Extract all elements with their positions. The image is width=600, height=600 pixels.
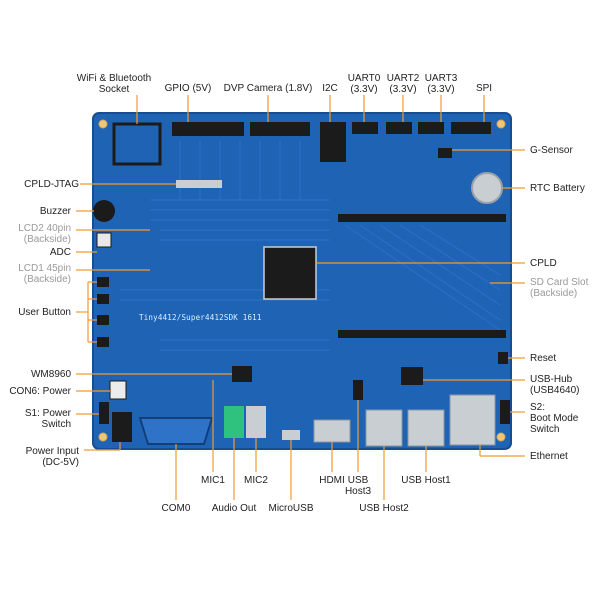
label-mic1: MIC1: [201, 475, 225, 486]
label-uart3: UART3(3.3V): [424, 73, 458, 95]
label-audio-out: Audio Out: [211, 503, 257, 514]
mic1-jack: [224, 406, 244, 438]
g-sensor-chip: [438, 148, 452, 158]
label-buzzer: Buzzer: [39, 206, 71, 217]
label-uart0: UART0(3.3V): [347, 73, 381, 95]
usb-host3-header: [353, 380, 363, 400]
usb-host2-connector: [365, 409, 403, 447]
cpld-chip: [263, 246, 317, 300]
leader-lines: [76, 95, 525, 500]
s1-power-switch: [99, 402, 109, 424]
adc-potentiometer: [96, 232, 112, 248]
label-cpld-jtag: CPLD-JTAG: [24, 179, 79, 190]
cpld-jtag-header: [176, 180, 222, 188]
label-usb-host2: USB Host2: [359, 503, 409, 514]
label-dvp-camera: DVP Camera (1.8V): [223, 83, 313, 94]
hdmi-connector: [313, 419, 351, 443]
reset-button: [498, 352, 508, 364]
label-user-button: User Button: [18, 307, 71, 318]
expansion-connector-bottom: [338, 330, 506, 338]
label-lcd1: LCD1 45pin(Backside): [18, 263, 71, 285]
ethernet-connector: [449, 394, 496, 446]
microusb-connector: [282, 430, 300, 440]
board-silkscreen: Tiny4412/Super4412SDK 1611: [139, 313, 262, 322]
label-usb-host1: USB Host1: [401, 475, 451, 486]
label-i2c: I2C: [322, 83, 338, 94]
label-g-sensor: G-Sensor: [530, 145, 573, 156]
label-wm8960: WM8960: [30, 369, 71, 380]
label-ethernet: Ethernet: [530, 451, 568, 462]
usb-host1-connector: [407, 409, 445, 447]
label-gpio: GPIO (5V): [164, 83, 212, 94]
label-hdmi: HDMI: [319, 475, 345, 486]
label-cpld: CPLD: [530, 258, 557, 269]
buzzer: [93, 200, 115, 222]
mic2-jack: [246, 406, 266, 438]
com0-db9-connector: [138, 417, 214, 445]
mounting-holes: [98, 119, 506, 442]
label-sd-card-slot: SD Card Slot(Backside): [530, 277, 589, 299]
label-uart2: UART2(3.3V): [386, 73, 420, 95]
label-con6-power: CON6: Power: [9, 386, 71, 397]
user-buttons: [97, 277, 109, 347]
label-rtc-battery: RTC Battery: [530, 183, 585, 194]
label-microusb: MicroUSB: [268, 503, 314, 514]
label-com0: COM0: [161, 503, 191, 514]
label-spi: SPI: [475, 83, 493, 94]
label-power-input: Power Input(DC-5V): [25, 446, 79, 468]
s2-boot-switch: [500, 400, 510, 424]
pcb-traces: [120, 140, 501, 351]
label-reset: Reset: [530, 353, 557, 364]
label-usb-hub: USB-Hub(USB4640): [530, 374, 580, 396]
con6-power-connector: [109, 380, 127, 400]
top-headers: [172, 122, 491, 162]
label-adc: ADC: [49, 247, 71, 258]
usb-hub-chip: [401, 367, 423, 385]
expansion-connector-top: [338, 214, 506, 222]
dc-power-jack: [112, 412, 132, 442]
label-lcd2: LCD2 40pin(Backside): [18, 223, 71, 245]
wm8960-chip: [232, 366, 252, 382]
label-mic2: MIC2: [244, 475, 268, 486]
rtc-battery: [471, 172, 503, 204]
